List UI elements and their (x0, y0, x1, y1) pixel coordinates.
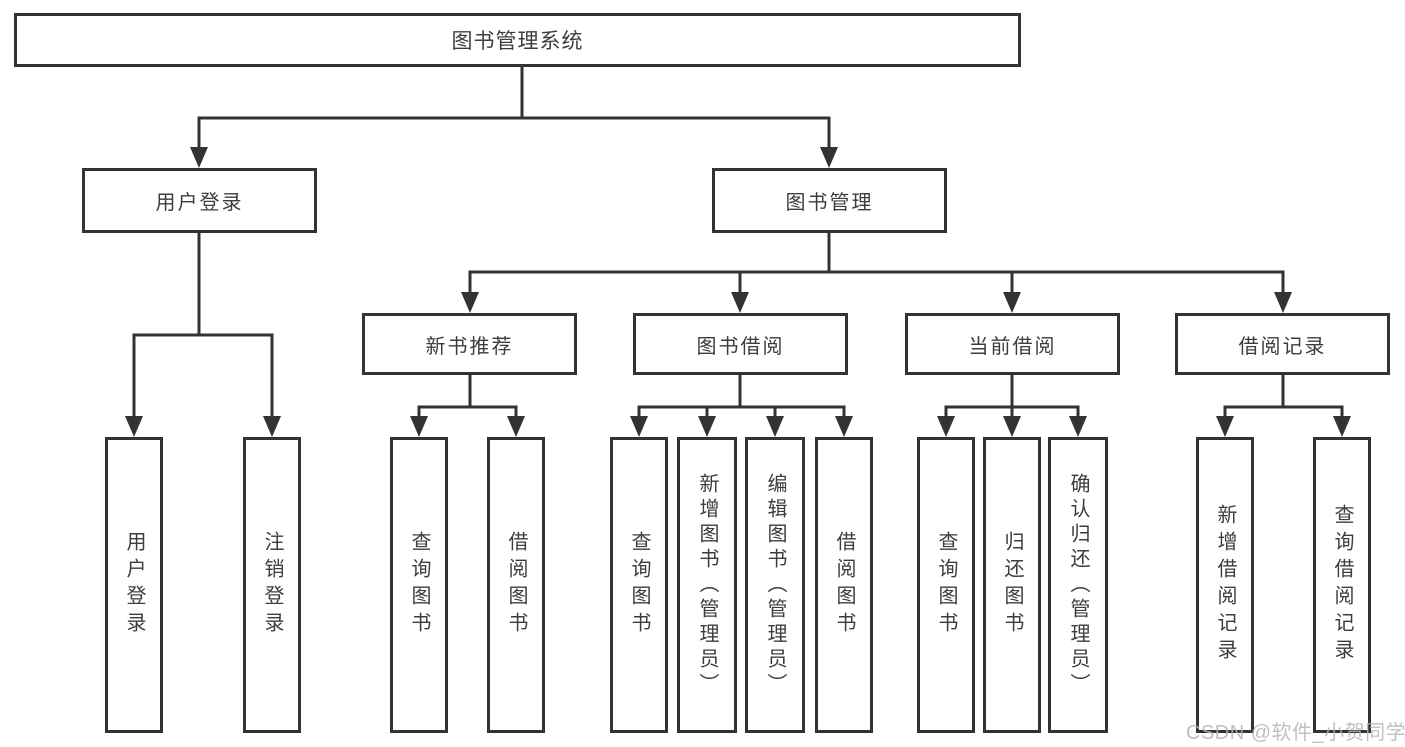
leaf-query-books-3: 查询图书 (917, 437, 975, 733)
csdn-watermark: CSDN @软件_小贺同学 (1186, 722, 1405, 744)
node-book-management: 图书管理 (712, 168, 947, 233)
leaf-confirm-return-admin: 确认归还（管理员） (1048, 437, 1108, 733)
leaf-borrow-books-2: 借阅图书 (815, 437, 873, 733)
node-new-book-recommend: 新书推荐 (362, 313, 577, 375)
leaf-logout-login: 注销登录 (243, 437, 301, 733)
leaf-return-books: 归还图书 (983, 437, 1041, 733)
leaf-query-borrow-record: 查询借阅记录 (1313, 437, 1371, 733)
leaf-query-books-2: 查询图书 (610, 437, 668, 733)
leaf-user-login: 用户登录 (105, 437, 163, 733)
leaf-add-book-admin: 新增图书（管理员） (677, 437, 737, 733)
node-book-borrowing: 图书借阅 (633, 313, 848, 375)
node-user-login: 用户登录 (82, 168, 317, 233)
leaf-add-borrow-record: 新增借阅记录 (1196, 437, 1254, 733)
leaf-borrow-books-1: 借阅图书 (487, 437, 545, 733)
node-book-management-system: 图书管理系统 (14, 13, 1021, 67)
node-borrowing-records: 借阅记录 (1175, 313, 1390, 375)
leaf-query-books-1: 查询图书 (390, 437, 448, 733)
node-current-borrowing: 当前借阅 (905, 313, 1120, 375)
leaf-edit-book-admin: 编辑图书（管理员） (745, 437, 805, 733)
